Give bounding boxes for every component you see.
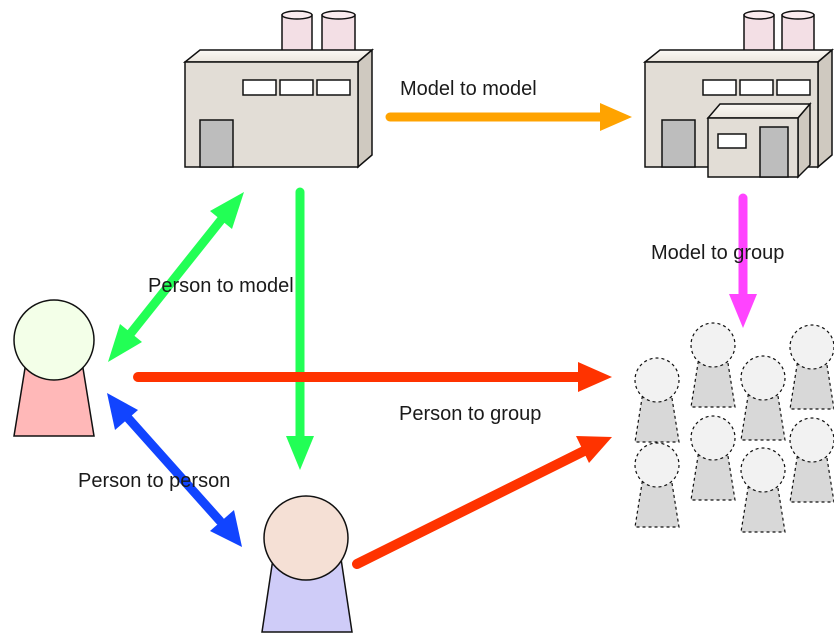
group-person-icon <box>789 417 834 503</box>
label-person-to-group: Person to group <box>399 403 541 425</box>
label-model-to-model: Model to model <box>400 78 537 100</box>
group-person-icon <box>690 415 736 501</box>
factory-left-icon <box>182 10 375 169</box>
label-person-to-model: Person to model <box>148 275 294 297</box>
arrow-person-to-group <box>133 362 612 392</box>
group-person-icon <box>789 324 834 410</box>
factory-right-icon <box>642 10 834 179</box>
arrow-person-b-to-group <box>352 436 612 569</box>
label-model-to-group: Model to group <box>651 242 784 264</box>
group-person-icon <box>634 442 680 528</box>
person-a-icon <box>13 299 95 437</box>
arrow-person-to-person <box>107 393 242 547</box>
group-person-icon <box>740 447 786 533</box>
group-of-people-icon <box>634 322 834 533</box>
group-person-icon <box>634 357 680 443</box>
arrow-model-to-group <box>729 193 757 328</box>
label-person-to-person: Person to person <box>78 470 230 492</box>
arrow-model-to-person-b <box>286 187 314 470</box>
arrow-person-to-model <box>108 192 244 362</box>
group-person-icon <box>690 322 736 408</box>
person-b-icon <box>261 495 353 633</box>
arrow-model-to-model <box>385 103 632 131</box>
group-person-icon <box>740 355 786 441</box>
